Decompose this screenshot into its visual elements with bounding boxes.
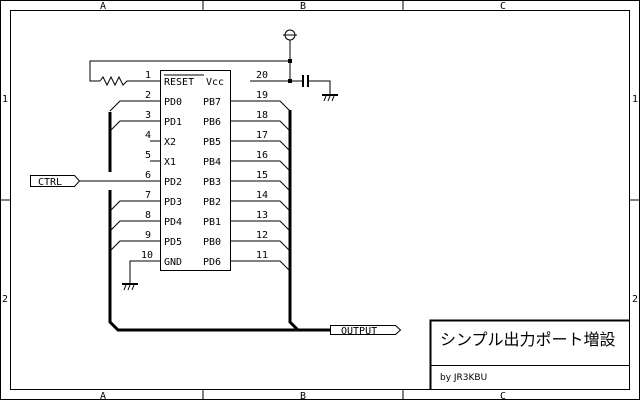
col-label-b-top: B bbox=[300, 1, 306, 12]
pin-number: 8 bbox=[145, 210, 151, 221]
junction-dot bbox=[288, 59, 292, 63]
pin-name: PD2 bbox=[164, 177, 182, 188]
ground-icon bbox=[322, 94, 338, 102]
row-label-2-right: 2 bbox=[632, 294, 638, 305]
ctrl-port-label bbox=[30, 175, 81, 187]
bus-lines bbox=[108, 110, 330, 332]
pin-name: PB3 bbox=[203, 177, 221, 188]
pin-number: 19 bbox=[256, 90, 268, 101]
pin-line bbox=[230, 160, 291, 172]
pin-line bbox=[230, 240, 291, 252]
reset-circuit bbox=[89, 60, 290, 87]
pin-number: 2 bbox=[145, 90, 151, 101]
pin-name: PD0 bbox=[164, 97, 182, 108]
pin-number: 7 bbox=[145, 190, 151, 201]
output-port-label bbox=[330, 325, 402, 335]
bus-entry bbox=[109, 200, 140, 212]
reset-wire bbox=[89, 60, 290, 82]
ctrl-net: CTRL bbox=[30, 175, 140, 188]
pin-number: 3 bbox=[145, 110, 151, 121]
pin-line bbox=[230, 180, 291, 192]
pin-name: PB6 bbox=[203, 117, 221, 128]
pin-number: 4 bbox=[145, 130, 151, 141]
capacitor-icon bbox=[302, 75, 309, 87]
pin-number: 14 bbox=[256, 190, 268, 201]
pin-number: 20 bbox=[256, 70, 268, 81]
power-circuit bbox=[250, 29, 338, 102]
pin-number: 17 bbox=[256, 130, 268, 141]
pin-number: 5 bbox=[145, 150, 151, 161]
right-bus bbox=[288, 110, 300, 332]
author-text: by JR3KBU bbox=[440, 373, 487, 383]
pin-line bbox=[230, 120, 291, 132]
pin-line bbox=[230, 200, 291, 212]
pin-name: GND bbox=[164, 257, 182, 268]
pin-name: X1 bbox=[164, 157, 176, 168]
col-label-b-bottom: B bbox=[300, 391, 306, 400]
row-label-2-left: 2 bbox=[2, 294, 8, 305]
ground-icon bbox=[122, 283, 138, 291]
bus-entry bbox=[109, 240, 140, 252]
pin-name: PB0 bbox=[203, 237, 221, 248]
output-net: OUTPUT bbox=[330, 325, 402, 337]
pin-number: 15 bbox=[256, 170, 268, 181]
pin-name: RESET bbox=[164, 77, 194, 88]
pin-number: 16 bbox=[256, 150, 268, 161]
pin-name: PD4 bbox=[164, 217, 182, 228]
pin-number: 10 bbox=[141, 250, 153, 261]
pin-line bbox=[230, 140, 291, 152]
gnd-circuit bbox=[122, 260, 140, 291]
pin-name: PB4 bbox=[203, 157, 221, 168]
ctrl-label-text: CTRL bbox=[38, 177, 62, 188]
bus-entry bbox=[109, 100, 140, 112]
pin-number: 9 bbox=[145, 230, 151, 241]
pin-number: 1 bbox=[145, 70, 151, 81]
pin-number: 18 bbox=[256, 110, 268, 121]
pin-name: PB7 bbox=[203, 97, 221, 108]
pin-name: Vcc bbox=[206, 77, 224, 88]
ic-body[interactable] bbox=[160, 70, 231, 271]
pin-name: PD5 bbox=[164, 237, 182, 248]
resistor-icon bbox=[99, 75, 140, 87]
left-bus-lower bbox=[108, 190, 330, 332]
output-label-text: OUTPUT bbox=[341, 326, 377, 337]
title-block: シンプル出力ポート増設 by JR3KBU bbox=[429, 319, 630, 390]
bus-entry bbox=[109, 220, 140, 232]
pin-name: PD3 bbox=[164, 197, 182, 208]
pin-name: PD1 bbox=[164, 117, 182, 128]
junction-dot bbox=[288, 79, 292, 83]
pin-line bbox=[230, 260, 291, 272]
pin-name: PB1 bbox=[203, 217, 221, 228]
title-text: シンプル出力ポート増設 bbox=[440, 330, 616, 349]
col-label-a-top: A bbox=[100, 1, 106, 12]
pin-line bbox=[230, 100, 291, 112]
row-label-1-right: 1 bbox=[632, 94, 638, 105]
pin-name: X2 bbox=[164, 137, 176, 148]
col-label-c-bottom: C bbox=[500, 391, 506, 400]
pin-name: PB5 bbox=[203, 137, 221, 148]
pin-number: 11 bbox=[256, 250, 268, 261]
pin-name: PD6 bbox=[203, 257, 221, 268]
bus-entry bbox=[109, 120, 140, 132]
pin-number: 13 bbox=[256, 210, 268, 221]
col-label-c-top: C bbox=[500, 1, 506, 12]
row-label-1-left: 1 bbox=[2, 94, 8, 105]
pin-line bbox=[230, 220, 291, 232]
pin-number: 6 bbox=[145, 170, 151, 181]
pin-number: 12 bbox=[256, 230, 268, 241]
pin-name: PB2 bbox=[203, 197, 221, 208]
col-label-a-bottom: A bbox=[100, 391, 106, 400]
